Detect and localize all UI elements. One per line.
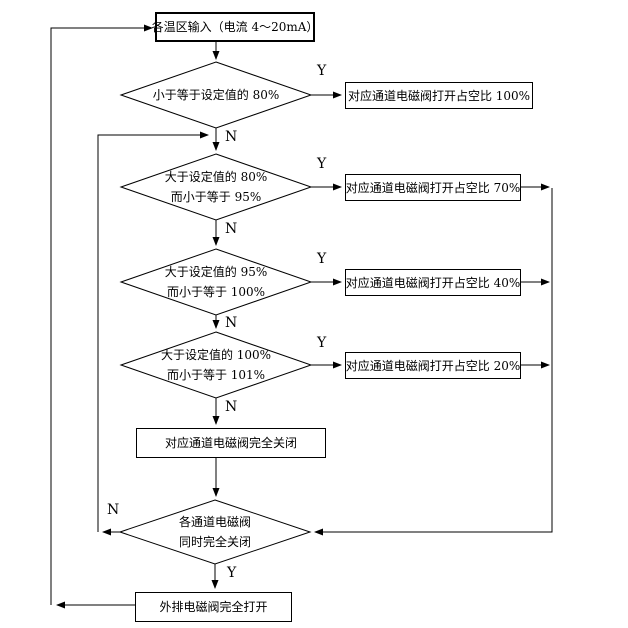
decision-4-line1: 大于设定值的 100% [160,348,272,362]
duty-20-box: 对应通道电磁阀打开占空比 20% [345,352,521,379]
exhaust-open-box: 外排电磁阀完全打开 [135,592,292,622]
duty-20-label: 对应通道电磁阀打开占空比 20% [345,358,521,373]
duty-100-box: 对应通道电磁阀打开占空比 100% [345,82,533,109]
decision-5-label: 各通道电磁阀 同时完全关闭 [120,500,310,564]
decision-4-label: 大于设定值的 100% 而小于等于 101% [121,332,311,398]
restart-loop-lines [50,24,153,609]
no-label-2: N [225,221,238,237]
start-box: 各温区输入（电流 4～20mA） [152,12,318,42]
decision-3-line1: 大于设定值的 95% [164,265,268,279]
right-collector-lines [314,183,553,536]
decision-5-line1: 各通道电磁阀 [178,515,251,529]
no-label-4: N [225,399,238,415]
yes-label-3: Y [317,251,327,267]
duty-70-label: 对应通道电磁阀打开占空比 70% [345,180,521,195]
decision-2-label: 大于设定值的 80% 而小于等于 95% [121,154,311,220]
yes-branch-arrows [311,91,342,369]
yes-label-4: Y [317,335,327,351]
valve-close-box: 对应通道电磁阀完全关闭 [136,428,326,458]
decision-1-label: 小于等于设定值的 80% [121,62,311,128]
decision-2-line2: 而小于等于 95% [170,190,262,204]
start-label: 各温区输入（电流 4～20mA） [151,20,319,34]
duty-40-label: 对应通道电磁阀打开占空比 40% [345,275,521,290]
no-label-3: N [225,315,238,331]
decision-4-line2: 而小于等于 101% [166,368,266,382]
decision-5-line2: 同时完全关闭 [178,535,251,549]
decision-2-line1: 大于设定值的 80% [164,170,268,184]
duty-40-box: 对应通道电磁阀打开占空比 40% [345,269,521,296]
yes-label-5: Y [227,565,237,581]
no-label-5: N [107,502,120,518]
no-label-1: N [225,129,238,145]
duty-100-label: 对应通道电磁阀打开占空比 100% [347,88,531,103]
main-flow-arrows [211,42,220,589]
valve-close-label: 对应通道电磁阀完全关闭 [164,436,297,450]
no-loop-lines [97,131,209,536]
duty-70-box: 对应通道电磁阀打开占空比 70% [345,174,521,201]
decision-1-line1: 小于等于设定值的 80% [152,88,280,102]
yes-label-2: Y [317,156,327,172]
yes-label-1: Y [317,63,327,79]
exhaust-open-label: 外排电磁阀完全打开 [159,600,268,614]
decision-3-line2: 而小于等于 100% [166,285,266,299]
decision-3-label: 大于设定值的 95% 而小于等于 100% [121,249,311,315]
